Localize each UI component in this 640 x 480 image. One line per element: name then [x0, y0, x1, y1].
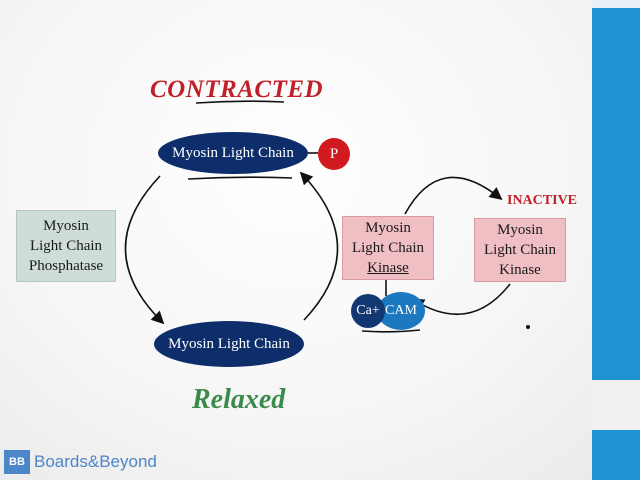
arrow-dephosphorylation — [124, 175, 165, 325]
arrow-phosphorylation — [299, 171, 339, 321]
kinase-inactive-line-2: Light Chain — [483, 242, 557, 258]
underline-mlc-top — [187, 176, 293, 180]
logo-mark-icon: BB — [4, 450, 30, 474]
myosin-light-chain-kinase-active-box: Myosin Light Chain Kinase — [342, 216, 434, 280]
arrow-reactivation — [411, 283, 511, 315]
arrow-inactivation — [404, 176, 503, 215]
stray-dot — [526, 325, 530, 329]
myosin-light-chain-phosphorylated: Myosin Light Chain — [158, 132, 308, 174]
phosphatase-line-1: Myosin — [43, 218, 89, 234]
kinase-inactive-line-1: Myosin — [497, 222, 543, 238]
right-bar-bottom-strip — [592, 380, 640, 430]
underline-ca-cam — [361, 329, 421, 333]
logo-text: Boards&Beyond — [34, 452, 157, 471]
relaxed-title: Relaxed — [192, 384, 286, 415]
kinase-active-line-3: Kinase — [367, 260, 409, 276]
myosin-light-chain-kinase-inactive-box: Myosin Light Chain Kinase — [474, 218, 566, 282]
myosin-light-chain-phosphatase-box: Myosin Light Chain Phosphatase — [16, 210, 116, 282]
right-bar-top-strip — [592, 0, 640, 8]
myosin-light-chain-dephosphorylated: Myosin Light Chain — [154, 321, 304, 367]
kinase-inactive-line-3: Kinase — [499, 262, 541, 278]
contracted-title: CONTRACTED — [150, 76, 324, 103]
inactive-label: INACTIVE — [507, 193, 578, 208]
calcium-circle: Ca+ — [351, 294, 385, 328]
boards-and-beyond-logo: BB Boards&Beyond — [4, 450, 157, 474]
kinase-active-line-1: Myosin — [365, 220, 411, 236]
kinase-active-line-2: Light Chain — [351, 240, 425, 256]
calmodulin-circle: CAM — [377, 292, 425, 330]
phosphatase-line-2: Light Chain — [29, 238, 103, 254]
phosphatase-line-3: Phosphatase — [28, 258, 104, 274]
phosphate-circle: P — [318, 138, 350, 170]
